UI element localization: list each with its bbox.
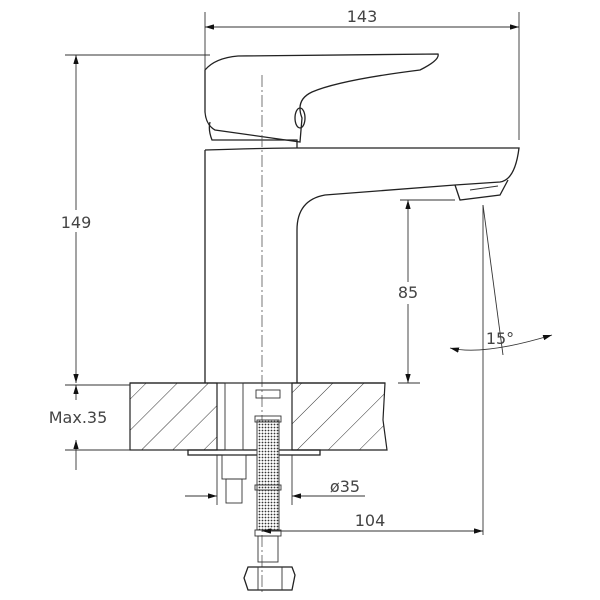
dim-hole-diameter-label: ø35: [330, 477, 360, 496]
dimension-lines: [65, 12, 553, 535]
dim-angle-label: 15°: [486, 329, 514, 348]
countertop-section: [129, 382, 388, 591]
dimension-labels: 143 149 85 15° Max.35 ø35 104: [42, 7, 514, 530]
dim-reach-label: 104: [355, 511, 386, 530]
dim-height-label: 149: [61, 213, 92, 232]
dim-spout-height-label: 85: [398, 283, 418, 302]
faucet-body: [204, 53, 520, 595]
dim-max-counter-label: Max.35: [49, 408, 108, 427]
dim-width-label: 143: [347, 7, 378, 26]
